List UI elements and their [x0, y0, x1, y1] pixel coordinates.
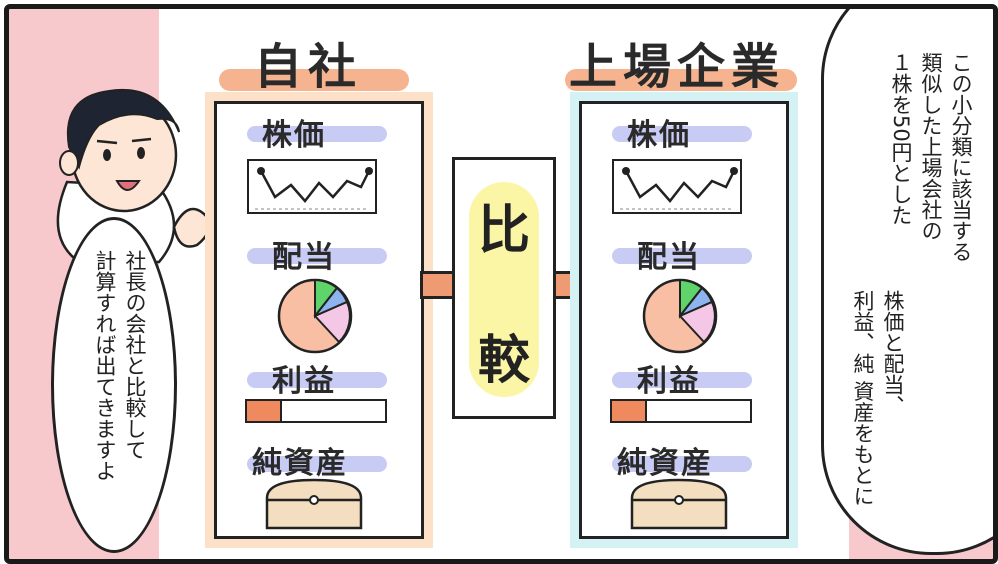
right-dividend-label: 配当 [637, 240, 701, 275]
left-profit-bar-fill [247, 401, 282, 421]
left-dividend-pie-icon [277, 278, 353, 354]
dividend-label-highlight [247, 248, 387, 264]
listed-company-card: 株価 配当 利益 純資産 [579, 101, 789, 539]
right-stock-chart-icon [612, 159, 742, 214]
right-profit-bar-fill [612, 401, 647, 421]
left-profit-bar [245, 399, 387, 423]
comic-panel: 社長の会社と比較して 計算すれば出てきますよ 自社 株価 配当 利益 純資産 [4, 4, 998, 564]
right-bubble-line-1: この小分類に該当する [949, 52, 973, 262]
right-dividend-pie-icon [642, 278, 718, 354]
right-bubble-line-2: 類似した上場会社の [919, 52, 943, 241]
assets-label-highlight [612, 456, 752, 472]
left-bubble-line-1: 社長の会社と比較して [123, 250, 147, 460]
left-net-assets-label: 純資産 [252, 446, 348, 481]
right-bubble-line-4: 株価と配当、 [881, 290, 905, 416]
stock-label-highlight [612, 126, 752, 142]
compare-char-2: 較 [477, 331, 530, 391]
right-treasure-chest-icon [630, 478, 728, 530]
compare-char-1: 比 [477, 201, 530, 261]
compare-box: 比 較 [452, 157, 556, 419]
right-stock-price-label: 株価 [627, 118, 691, 153]
left-stock-price-label: 株価 [262, 118, 326, 153]
right-net-assets-label: 純資産 [617, 446, 713, 481]
profit-label-highlight [612, 372, 752, 388]
left-company-card: 株価 配当 利益 純資産 [214, 101, 424, 539]
right-speech-bubble: この小分類に該当する 類似した上場会社の １株を50円とした 株価と配当、 利益… [821, 9, 993, 555]
right-profit-bar [610, 399, 752, 423]
right-bubble-line-5: 利益、純 資産をもとに [851, 290, 875, 507]
left-dividend-label: 配当 [272, 240, 336, 275]
stock-label-highlight [247, 126, 387, 142]
left-title: 自社 [254, 39, 363, 95]
compare-highlight [469, 182, 539, 397]
left-title-highlight [219, 69, 409, 91]
assets-label-highlight [247, 456, 387, 472]
dividend-label-highlight [612, 248, 752, 264]
right-title-highlight [565, 69, 797, 91]
left-profit-label: 利益 [272, 364, 336, 399]
left-treasure-chest-icon [265, 478, 363, 530]
left-connector [420, 271, 456, 299]
left-speech-bubble: 社長の会社と比較して 計算すれば出てきますよ [51, 217, 177, 553]
right-profit-label: 利益 [637, 364, 701, 399]
left-bubble-line-2: 計算すれば出てきますよ [93, 250, 117, 481]
right-title: 上場企業 [569, 39, 786, 95]
profit-label-highlight [247, 372, 387, 388]
right-bubble-line-3: １株を50円とした [889, 52, 913, 226]
left-stock-chart-icon [247, 159, 377, 214]
